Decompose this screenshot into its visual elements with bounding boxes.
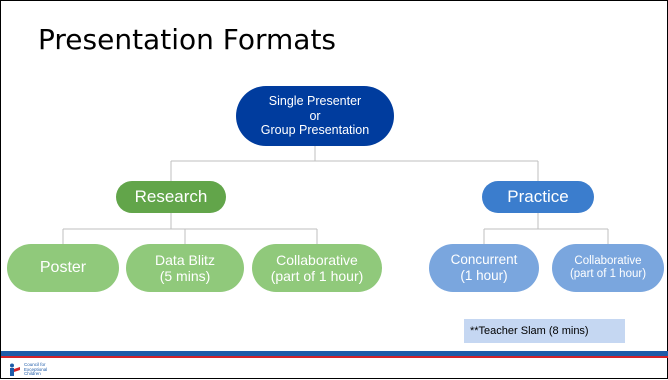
concurrent-node: Concurrent (1 hour) [429,244,539,292]
root-line-3: Group Presentation [260,123,370,138]
teacher-slam-note: **Teacher Slam (8 mins) [464,319,625,343]
cec-logo: Council for Exceptional Children [7,362,67,378]
root-line-1: Single Presenter [268,94,362,109]
logo-line-1: Council [24,361,40,367]
root-node: Single Presenter or Group Presentation [236,86,394,146]
data-blitz-label: Data Blitz [155,251,215,268]
logo-line-2: Exceptional [24,366,48,372]
poster-label: Poster [39,258,87,276]
practice-collaborative-node: Collaborative (part of 1 hour) [552,244,664,292]
practice-node: Practice [482,181,594,213]
logo-line-1b: for [40,361,46,367]
practice-collaborative-duration: (part of 1 hour) [569,268,647,280]
footer-blue-bar [1,351,668,356]
data-blitz-duration: (5 mins) [159,268,211,284]
research-collaborative-duration: (part of 1 hour) [270,268,364,284]
practice-collaborative-label: Collaborative [574,254,642,267]
root-line-2: or [309,108,321,123]
concurrent-label: Concurrent [450,252,518,268]
logo-line-3: Children [24,371,41,377]
research-collaborative-node: Collaborative (part of 1 hour) [252,244,382,292]
poster-node: Poster [7,244,119,292]
research-collaborative-label: Collaborative [276,251,358,268]
cec-person-icon [10,363,20,376]
research-node: Research [116,181,226,213]
footer-red-bar [1,356,668,358]
slide-title: Presentation Formats [38,23,337,56]
data-blitz-node: Data Blitz (5 mins) [126,244,244,292]
concurrent-duration: (1 hour) [460,268,508,283]
